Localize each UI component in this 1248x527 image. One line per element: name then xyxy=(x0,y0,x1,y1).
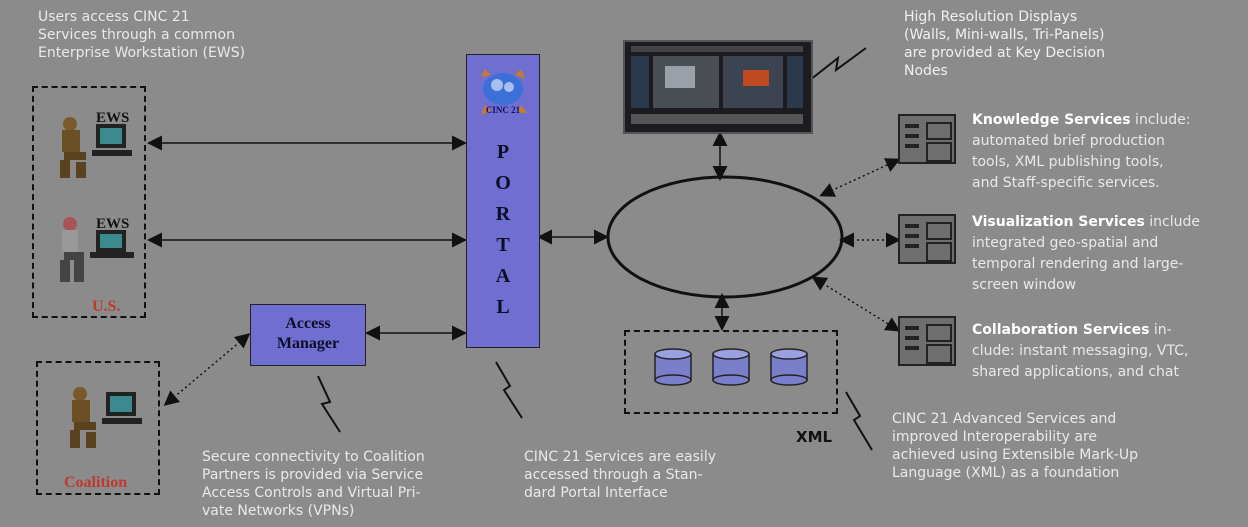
portal-letter: O xyxy=(495,172,511,194)
workstation-user-icon xyxy=(60,117,132,178)
cinc21-logo-text: CINC 21 xyxy=(485,105,521,115)
knowledge-services-title: Knowledge Services xyxy=(972,112,1131,128)
ews-label-1: EWS xyxy=(96,110,130,126)
knowledge-services-desc: include: automated brief production tool… xyxy=(972,112,1191,191)
lightning-display xyxy=(809,47,867,81)
network-ellipse xyxy=(606,175,844,299)
workstation-user-icon xyxy=(60,217,134,282)
collaboration-services-text: Collaboration Services in- clude: instan… xyxy=(972,320,1188,383)
ews-label-2: EWS xyxy=(96,216,130,232)
xml-database-group xyxy=(624,330,838,414)
portal-box: CINC 21 P O R T A L xyxy=(466,54,540,348)
server-icon xyxy=(898,316,956,366)
xml-caption: CINC 21 Advanced Services and improved I… xyxy=(892,411,1138,481)
xml-label: XML xyxy=(796,428,833,446)
portal-letter: A xyxy=(495,265,511,287)
portal-letter: T xyxy=(496,234,510,256)
database-icon xyxy=(654,348,692,386)
coalition-group xyxy=(36,361,160,495)
us-workstation-group xyxy=(32,86,146,318)
visualization-services-title: Visualization Services xyxy=(972,214,1145,230)
intro-text: Users access CINC 21 Services through a … xyxy=(38,9,246,61)
network-collaboration-link xyxy=(811,276,901,332)
server-icon xyxy=(898,114,956,164)
portal-letter: L xyxy=(496,296,510,318)
workstation-user-icon xyxy=(70,387,142,448)
network-knowledge-link xyxy=(819,158,901,197)
coalition-caption: Secure connectivity to Coalition Partner… xyxy=(202,449,425,519)
displays-caption: High Resolution Displays (Walls, Mini-wa… xyxy=(904,9,1105,79)
cinc21-logo-icon xyxy=(481,69,527,115)
portal-caption: CINC 21 Services are easily accessed thr… xyxy=(524,449,716,501)
coalition-access-link xyxy=(163,333,251,406)
access-manager-box: Access Manager xyxy=(250,304,366,366)
database-icon xyxy=(712,348,750,386)
lightning-coalition xyxy=(317,375,341,433)
server-icon xyxy=(898,214,956,264)
coalition-label: Coalition xyxy=(64,474,128,491)
lightning-portal xyxy=(495,361,523,419)
collaboration-services-desc: in- clude: instant messaging, VTC, share… xyxy=(972,322,1189,380)
portal-letter: R xyxy=(495,203,511,225)
us-label: U.S. xyxy=(92,298,121,315)
knowledge-services-text: Knowledge Services include: automated br… xyxy=(972,110,1191,194)
visualization-services-text: Visualization Services include integrate… xyxy=(972,212,1200,296)
visualization-services-desc: include integrated geo-spatial and tempo… xyxy=(972,214,1200,293)
database-icon xyxy=(770,348,808,386)
high-resolution-display-icon xyxy=(623,40,813,134)
lightning-xml xyxy=(845,391,873,451)
portal-letter: P xyxy=(496,141,510,163)
collaboration-services-title: Collaboration Services xyxy=(972,322,1150,338)
